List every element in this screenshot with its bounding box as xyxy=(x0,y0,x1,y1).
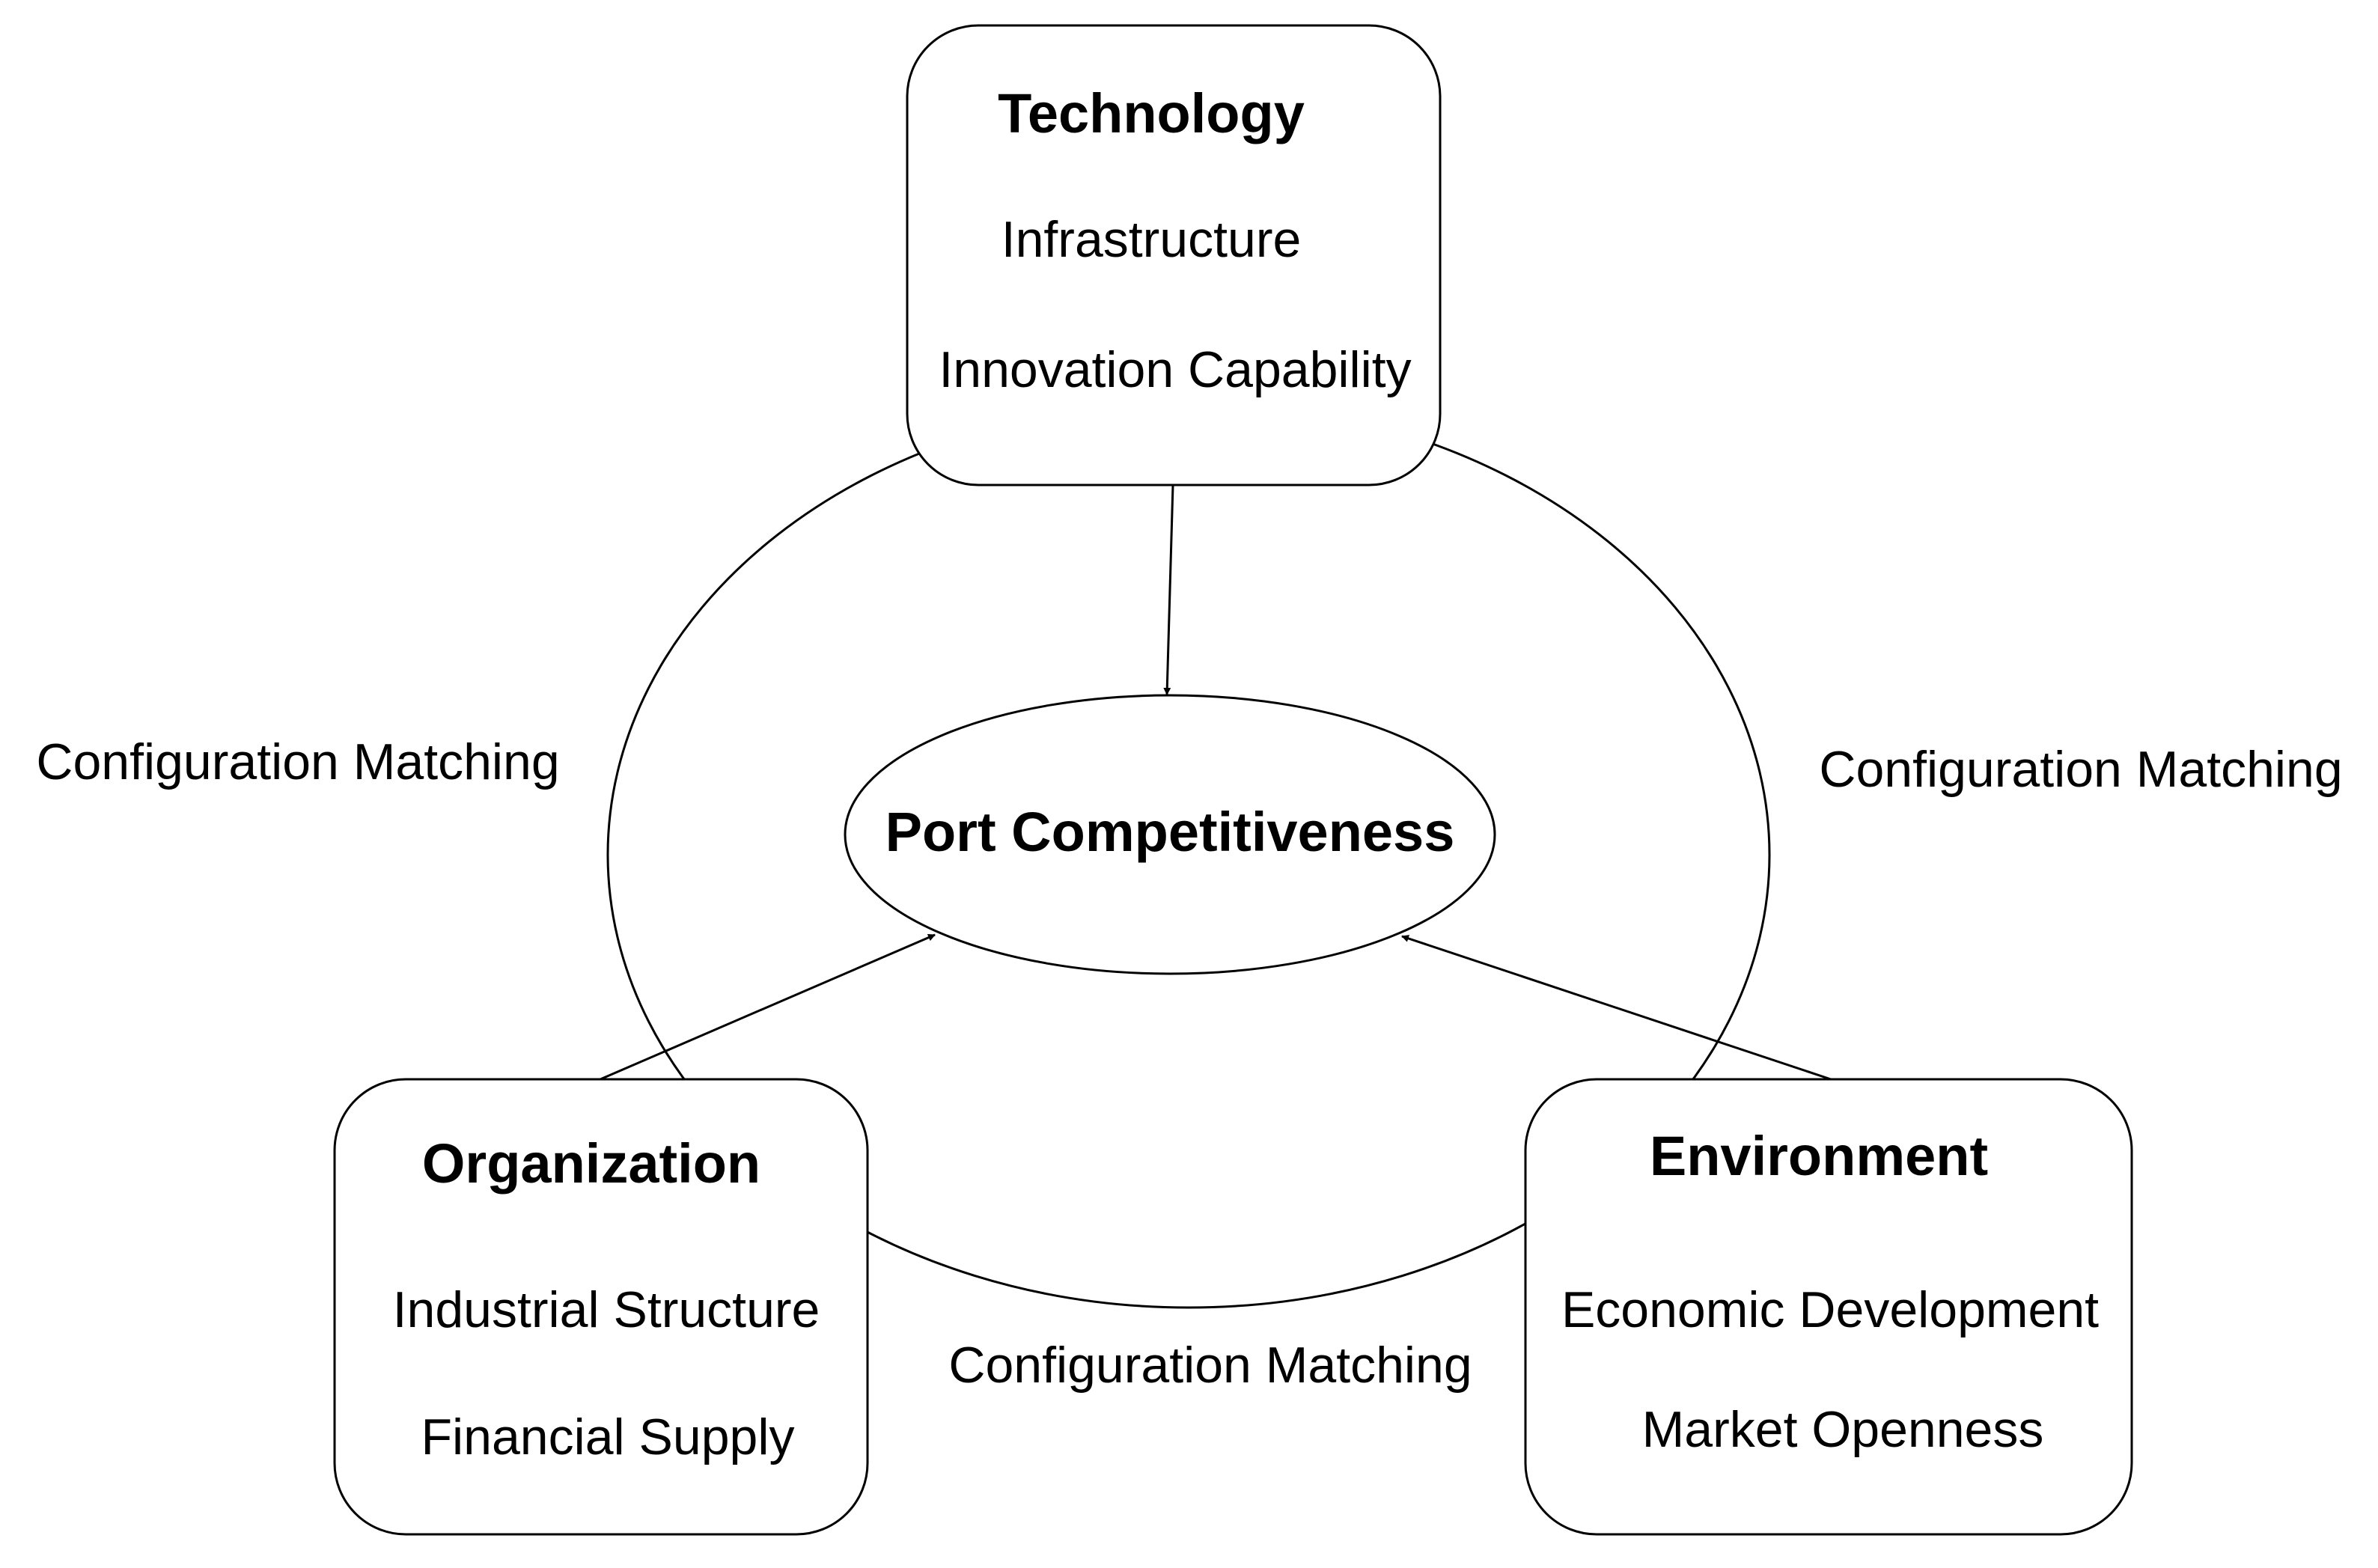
organization-box xyxy=(333,1078,869,1536)
organization-item-financial-supply: Financial Supply xyxy=(421,1409,795,1465)
arrow-organization xyxy=(600,933,936,1081)
configuration-matching-bottom: Configuration Matching xyxy=(948,1337,1472,1394)
technology-item-infrastructure: Infrastructure xyxy=(1001,211,1302,268)
technology-box xyxy=(906,24,1442,486)
organization-title: Organization xyxy=(421,1132,761,1195)
technology-title: Technology xyxy=(998,82,1305,144)
arrow-environment xyxy=(1401,935,1832,1081)
environment-item-economic-development: Economic Development xyxy=(1561,1281,2100,1338)
port-competitiveness-ellipse xyxy=(844,694,1496,975)
technology-item-innovation-capability: Innovation Capability xyxy=(939,341,1412,398)
environment-title: Environment xyxy=(1649,1125,1989,1187)
environment-box xyxy=(1524,1078,2133,1536)
port-competitiveness-label: Port Competitiveness xyxy=(885,801,1455,863)
arrow-technology xyxy=(1163,484,1174,695)
organization-item-industrial-structure: Industrial Structure xyxy=(392,1281,820,1338)
environment-item-market-openness: Market Openness xyxy=(1641,1401,2044,1458)
configuration-matching-right: Configuration Matching xyxy=(1819,741,2343,798)
configuration-matching-left: Configuration Matching xyxy=(36,733,560,790)
